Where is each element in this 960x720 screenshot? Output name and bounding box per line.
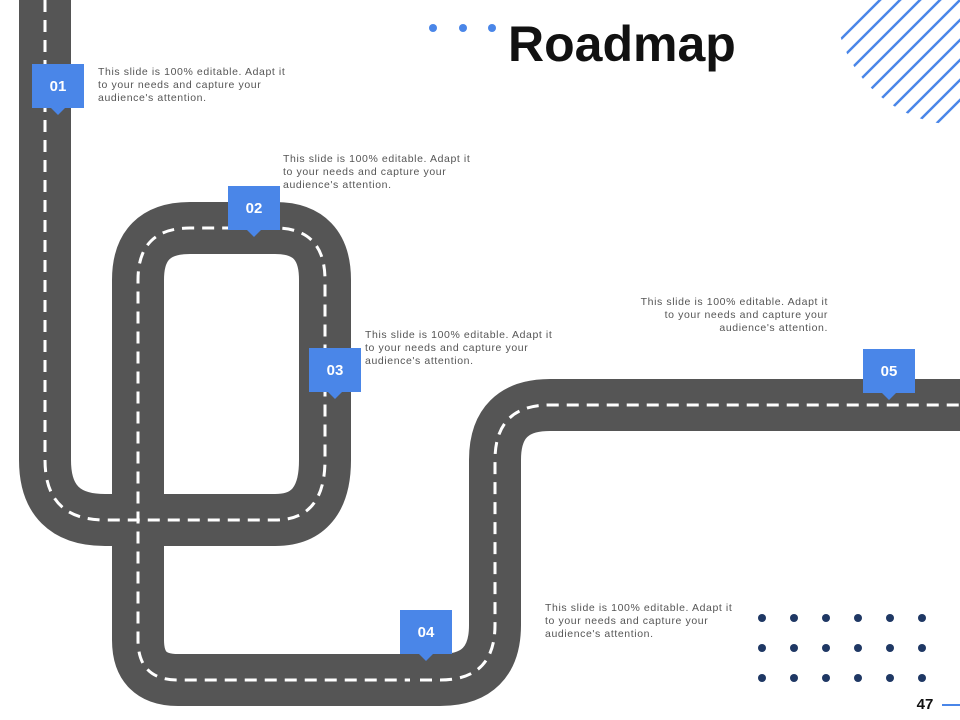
decorative-top-dots	[429, 24, 496, 32]
milestone-marker-05: 05	[863, 349, 915, 400]
milestone-text-04: This slide is 100% editable. Adapt it to…	[545, 602, 733, 640]
milestone-marker-03: 03	[309, 348, 361, 399]
road-section-exit	[410, 379, 960, 706]
page-title: Roadmap	[508, 16, 736, 72]
milestone-text-01: This slide is 100% editable. Adapt it to…	[98, 66, 286, 104]
milestone-marker-01: 01	[32, 64, 84, 115]
milestone-text-03: This slide is 100% editable. Adapt it to…	[365, 329, 553, 367]
decorative-hatch-pattern	[835, 0, 960, 125]
decorative-dot-grid	[758, 614, 926, 682]
page-number-accent-line	[942, 704, 960, 706]
milestone-text-05: This slide is 100% editable. Adapt it to…	[640, 296, 828, 334]
page-number: 47	[906, 689, 944, 719]
milestone-text-02: This slide is 100% editable. Adapt it to…	[283, 153, 471, 191]
road-section-loop	[19, 0, 430, 706]
milestone-marker-02: 02	[228, 186, 280, 237]
milestone-marker-04: 04	[400, 610, 452, 661]
